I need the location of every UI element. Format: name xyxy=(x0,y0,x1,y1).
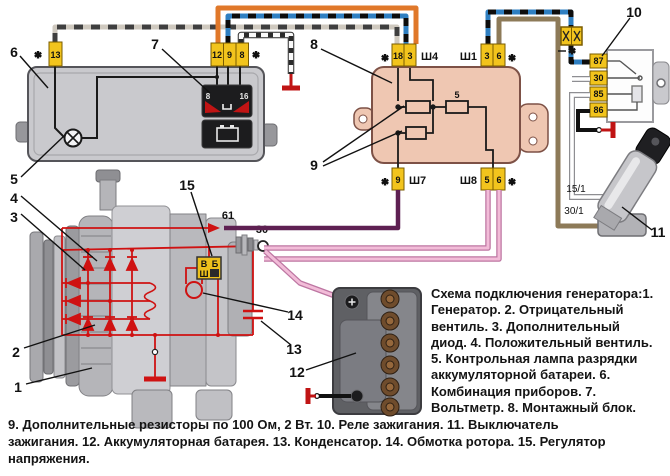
relay-internal xyxy=(607,60,643,111)
callout-1: 1 xyxy=(14,379,22,395)
branch-star-icon: ✱ xyxy=(508,53,516,63)
positive-valve-diodes xyxy=(81,256,139,271)
callout-12: 12 xyxy=(289,364,305,380)
callout-3: 3 xyxy=(10,209,18,225)
branch-star-icon: ✱ xyxy=(34,50,42,60)
relay-pin-30: 30 xyxy=(593,73,603,83)
sh4-label: Ш4 xyxy=(421,51,439,63)
rotor-winding xyxy=(185,281,203,299)
callout-11: 11 xyxy=(651,224,666,240)
callout-13: 13 xyxy=(286,341,302,357)
regulator-pin-sh: Ш xyxy=(199,269,208,279)
cluster-pin-13: 13 xyxy=(50,50,60,60)
switch-terminal-15-1: 15/1 xyxy=(566,184,586,195)
cluster-pin-8: 8 xyxy=(239,50,244,60)
sh7-pin-9: 9 xyxy=(395,175,400,185)
callout-6: 6 xyxy=(10,44,18,60)
cluster-pin-9: 9 xyxy=(227,50,232,60)
battery-minus-terminal xyxy=(350,389,364,403)
voltmeter: 8 16 xyxy=(201,84,253,118)
callout-10: 10 xyxy=(626,4,642,20)
block-resistor-label: 5 xyxy=(454,90,459,100)
callout-7: 7 xyxy=(151,36,159,52)
callout-lines xyxy=(19,17,653,385)
relay-pin-85: 85 xyxy=(593,89,603,99)
charge-warning-lamp xyxy=(63,128,83,148)
voltmeter-max: 16 xyxy=(240,92,249,101)
arrow-61 xyxy=(208,223,220,233)
ground-symbol-cluster xyxy=(282,74,300,91)
sh8-pin-5: 5 xyxy=(484,175,489,185)
battery xyxy=(305,287,422,417)
fan-fins xyxy=(81,235,111,365)
sh1-label: Ш1 xyxy=(460,51,477,63)
sh4-pin-3: 3 xyxy=(407,51,412,61)
voltage-regulator: В Б Ш xyxy=(196,256,222,280)
sh4-pin-18: 18 xyxy=(393,51,403,61)
battery-indicator xyxy=(201,119,253,149)
inline-connector xyxy=(560,26,583,46)
block-connectors: 18 3 Ш4 Ш1 3 6 9 Ш7 Ш8 5 6 xyxy=(391,43,506,191)
branch-symbols: ✱ ✱ ✱ ✱ ✱ ✱ ✱ xyxy=(34,46,577,188)
branch-star-icon: ✱ xyxy=(381,53,389,63)
caption-bottom: 9. Дополнительные резисторы по 100 Ом, 2… xyxy=(8,417,606,466)
callout-15: 15 xyxy=(179,177,195,193)
block-internal-circuit xyxy=(395,68,494,168)
cluster-pin-12: 12 xyxy=(212,50,222,60)
cluster-connectors: 13 12 9 8 xyxy=(48,41,249,67)
callout-numbers: 1 2 3 4 5 6 7 8 9 10 11 12 13 14 15 xyxy=(10,4,666,395)
callout-4: 4 xyxy=(10,190,18,206)
generator-schematic xyxy=(61,223,263,382)
mounting-block: 5 xyxy=(353,66,549,168)
lower-wires xyxy=(224,190,502,303)
regulator-pin-v: В xyxy=(201,259,208,269)
switch-terminal-30-1: 30/1 xyxy=(564,206,584,217)
branch-star-icon: ✱ xyxy=(568,46,576,56)
caption-right: Схема подключения генератора:1. Генерато… xyxy=(431,286,654,416)
callout-2: 2 xyxy=(12,344,20,360)
callout-5: 5 xyxy=(10,171,18,187)
instrument-cluster: 8 16 xyxy=(15,66,278,162)
sh8-pin-6: 6 xyxy=(496,175,501,185)
terminal-61-label: 61 xyxy=(222,210,234,222)
callout-8: 8 xyxy=(310,36,318,52)
callout-14: 14 xyxy=(287,307,303,323)
wire-brown xyxy=(496,16,612,229)
callout-9: 9 xyxy=(310,157,318,173)
branch-star-icon: ✱ xyxy=(381,177,389,187)
wire-purple xyxy=(224,190,401,231)
relay-ground xyxy=(576,109,616,138)
wire-15-1 xyxy=(569,76,603,200)
ignition-switch xyxy=(593,127,670,237)
regulator-pin-b: Б xyxy=(212,259,219,269)
sh7-label: Ш7 xyxy=(409,175,426,187)
additional-diodes xyxy=(65,276,81,326)
branch-star-icon: ✱ xyxy=(252,50,260,60)
relay-pin-86: 86 xyxy=(593,105,603,115)
voltmeter-min: 8 xyxy=(206,92,211,101)
branch-star-icon: ✱ xyxy=(508,177,516,187)
ignition-relay: 87 30 85 86 xyxy=(589,49,670,123)
battery-cell-caps xyxy=(380,289,400,417)
wire-orange xyxy=(215,5,419,44)
sh8-label: Ш8 xyxy=(460,175,477,187)
relay-pin-87: 87 xyxy=(593,56,603,66)
harness-wires xyxy=(52,5,612,229)
sh1-pin-3: 3 xyxy=(484,51,489,61)
negative-valve-diodes xyxy=(81,316,139,331)
sh1-pin-6: 6 xyxy=(496,51,501,61)
